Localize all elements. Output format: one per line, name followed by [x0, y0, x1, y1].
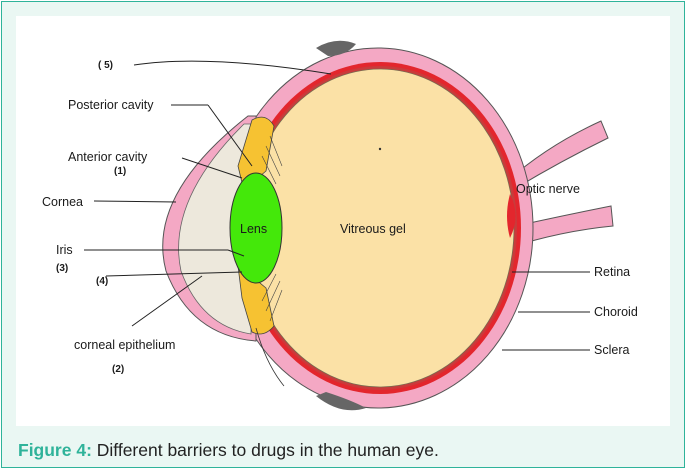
label-barrier-5: ( 5): [98, 60, 113, 71]
label-barrier-1: (1): [114, 166, 126, 177]
diagram-labels: ( 5) Posterior cavity Anterior cavity (1…: [16, 16, 670, 426]
label-corneal-epithelium: corneal epithelium: [74, 338, 175, 352]
diagram-panel: ( 5) Posterior cavity Anterior cavity (1…: [16, 16, 670, 426]
figure-caption: Figure 4: Different barriers to drugs in…: [18, 440, 439, 461]
label-vitreous-gel: Vitreous gel: [340, 222, 406, 236]
label-posterior-cavity: Posterior cavity: [68, 98, 154, 112]
label-iris: Iris: [56, 243, 73, 257]
label-anterior-cavity: Anterior cavity: [68, 150, 148, 164]
figure-number: Figure 4:: [18, 440, 92, 460]
label-choroid: Choroid: [594, 305, 638, 319]
label-barrier-3: (3): [56, 263, 68, 274]
label-barrier-4: (4): [96, 276, 108, 287]
label-barrier-2: (2): [112, 364, 124, 375]
label-cornea: Cornea: [42, 195, 83, 209]
label-retina: Retina: [594, 265, 630, 279]
caption-text: Different barriers to drugs in the human…: [92, 440, 439, 460]
label-sclera: Sclera: [594, 343, 629, 357]
label-lens: Lens: [240, 222, 267, 236]
label-optic-nerve: Optic nerve: [516, 182, 580, 196]
